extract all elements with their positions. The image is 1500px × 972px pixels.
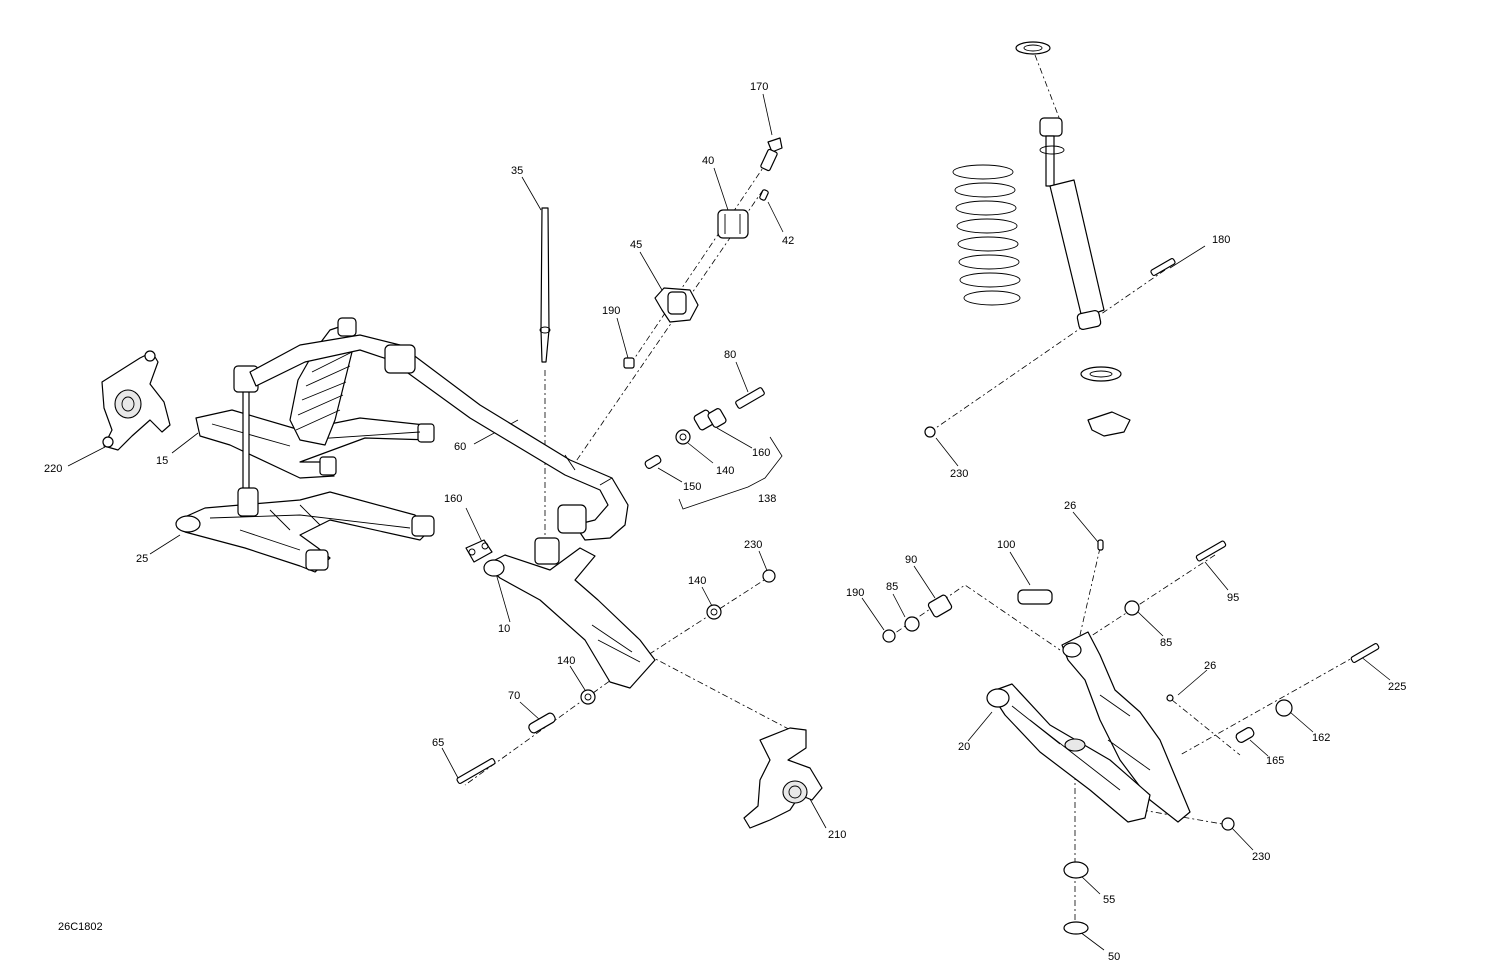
callout-40: 40 (702, 155, 714, 167)
sway-bar-part-60 (249, 334, 629, 541)
callout-60: 60 (454, 441, 466, 453)
callout-165: 165 (1266, 755, 1284, 767)
stabilizer-clamp-part-45 (654, 287, 699, 323)
callout-50: 50 (1108, 951, 1120, 963)
callout-190-b: 190 (846, 587, 864, 599)
lower-arm-part-20 (986, 683, 1151, 823)
knuckle-part-210 (743, 727, 823, 829)
callout-210: 210 (828, 829, 846, 841)
callout-25: 25 (136, 553, 148, 565)
callout-230: 230 (744, 539, 762, 551)
callout-180: 180 (1212, 234, 1230, 246)
stabilizer-bushing-part-40 (717, 209, 749, 239)
bushing-part-160-left (465, 539, 493, 563)
knuckle-part-220 (101, 350, 171, 451)
callout-20: 20 (958, 741, 970, 753)
link-rod-part-35 (539, 207, 551, 363)
callout-65: 65 (432, 737, 444, 749)
spring-seat-lower (1080, 366, 1131, 437)
callout-35: 35 (511, 165, 523, 177)
callout-45: 45 (630, 239, 642, 251)
upper-arm-right (1061, 631, 1191, 823)
trailing-arm-part-10 (483, 537, 656, 689)
callout-150: 150 (683, 481, 701, 493)
leader-lines (67, 93, 1391, 951)
callout-138: 138 (758, 493, 776, 505)
callout-140-b: 140 (688, 575, 706, 587)
callout-190: 190 (602, 305, 620, 317)
lower-control-arm-part-25 (175, 491, 435, 573)
shock-absorber (1039, 117, 1105, 330)
callout-90: 90 (905, 554, 917, 566)
callout-100: 100 (997, 539, 1015, 551)
callout-26: 26 (1064, 500, 1076, 512)
callout-55: 55 (1103, 894, 1115, 906)
callout-10: 10 (498, 623, 510, 635)
callout-95: 95 (1227, 592, 1239, 604)
callout-230-b: 230 (950, 468, 968, 480)
diagram-reference-id: 26C1802 (58, 921, 103, 933)
callout-170: 170 (750, 81, 768, 93)
coil-spring (952, 164, 1021, 306)
callout-140: 140 (716, 465, 734, 477)
callout-80: 80 (724, 349, 736, 361)
spring-seat-top (1015, 41, 1051, 55)
callout-15: 15 (156, 455, 168, 467)
callout-26-b: 26 (1204, 660, 1216, 672)
callout-160: 160 (752, 447, 770, 459)
callout-230-c: 230 (1252, 851, 1270, 863)
callout-225: 225 (1388, 681, 1406, 693)
callout-140-c: 140 (557, 655, 575, 667)
right-small-fasteners (882, 539, 1380, 935)
callout-85-b: 85 (1160, 637, 1172, 649)
callout-162: 162 (1312, 732, 1330, 744)
small-fasteners (456, 137, 1176, 784)
upper-control-arm-part-15 (195, 409, 435, 479)
callout-85: 85 (886, 581, 898, 593)
callout-labels: 170 40 42 35 45 190 80 160 140 150 138 6… (44, 81, 1406, 963)
callout-42: 42 (782, 235, 794, 247)
callout-220: 220 (44, 463, 62, 475)
callout-160-b: 160 (444, 493, 462, 505)
callout-70: 70 (508, 690, 520, 702)
